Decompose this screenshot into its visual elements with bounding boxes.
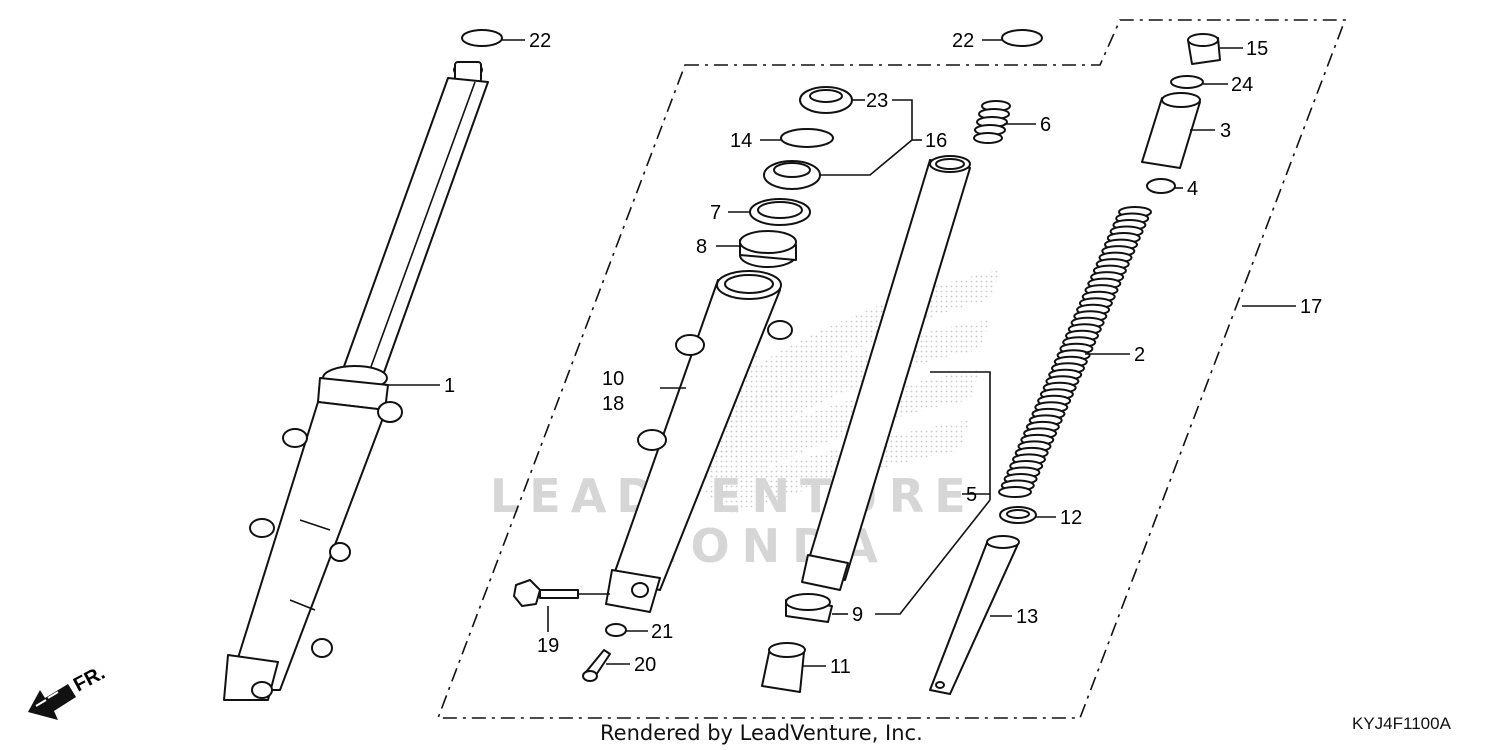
callout-19: 19 [537, 635, 559, 657]
callout-3: 3 [1220, 120, 1231, 142]
callout-13: 13 [1016, 606, 1038, 628]
front-direction-arrow-icon [28, 684, 76, 720]
fork-spring-2[interactable] [998, 206, 1152, 498]
slider-bushing-8[interactable] [739, 230, 797, 268]
direction-label: FR. [70, 662, 109, 697]
callout-6: 6 [1040, 114, 1051, 136]
callout-21: 21 [651, 621, 673, 643]
oil-lock-ring-14[interactable] [780, 128, 834, 148]
drain-screw-20[interactable] [582, 649, 611, 682]
callout-22-right: 22 [952, 30, 974, 52]
callout-22-left: 22 [529, 30, 551, 52]
callout-16: 16 [925, 130, 947, 152]
spring-collar-3[interactable] [1141, 92, 1201, 169]
fork-bushing-9[interactable] [785, 593, 833, 623]
callout-17: 17 [1300, 296, 1322, 318]
callout-24: 24 [1231, 74, 1253, 96]
fork-bolt-15[interactable] [1187, 33, 1221, 65]
rendered-by-credit: Rendered by LeadVenture, Inc. [600, 721, 923, 745]
snap-ring-22-left[interactable] [461, 29, 503, 47]
callout-11: 11 [830, 656, 851, 678]
callout-20: 20 [634, 654, 656, 676]
fork-slider-10[interactable] [605, 270, 793, 613]
snap-ring-22-right[interactable] [1001, 29, 1043, 47]
spring-seat-4[interactable] [1146, 178, 1176, 194]
spring-coil [998, 486, 1032, 498]
oil-lock-piece-11[interactable] [761, 642, 806, 693]
callout-2: 2 [1134, 344, 1145, 366]
watermark-leadventure: LEADVENTURE [490, 469, 976, 523]
callout-23: 23 [866, 90, 888, 112]
piston-ring-12[interactable] [999, 506, 1037, 524]
callout-14: 14 [730, 130, 752, 152]
socket-bolt-19[interactable] [513, 579, 579, 607]
callout-7: 7 [710, 202, 721, 224]
callout-8: 8 [696, 236, 707, 258]
rebound-spring-6[interactable] [973, 100, 1011, 144]
callout-5: 5 [966, 484, 977, 506]
oil-seal-16[interactable] [763, 160, 821, 190]
callout-18: 18 [602, 393, 624, 415]
o-ring-24[interactable] [1170, 75, 1204, 89]
callout-10: 10 [602, 368, 624, 390]
assembly-outline-17 [436, 19, 1347, 719]
fork-assembly-1[interactable] [223, 61, 489, 701]
callout-4: 4 [1187, 178, 1198, 200]
callout-1: 1 [444, 375, 455, 397]
fork-piston-13[interactable] [929, 535, 1020, 695]
dust-seal-23[interactable] [799, 86, 853, 114]
callout-15: 15 [1246, 38, 1268, 60]
callout-12: 12 [1060, 507, 1082, 529]
washer-21[interactable] [605, 623, 627, 637]
callout-9: 9 [852, 604, 863, 626]
fork-pipe-5[interactable] [801, 155, 971, 591]
diagram-code: KYJ4F1100A [1352, 714, 1452, 733]
